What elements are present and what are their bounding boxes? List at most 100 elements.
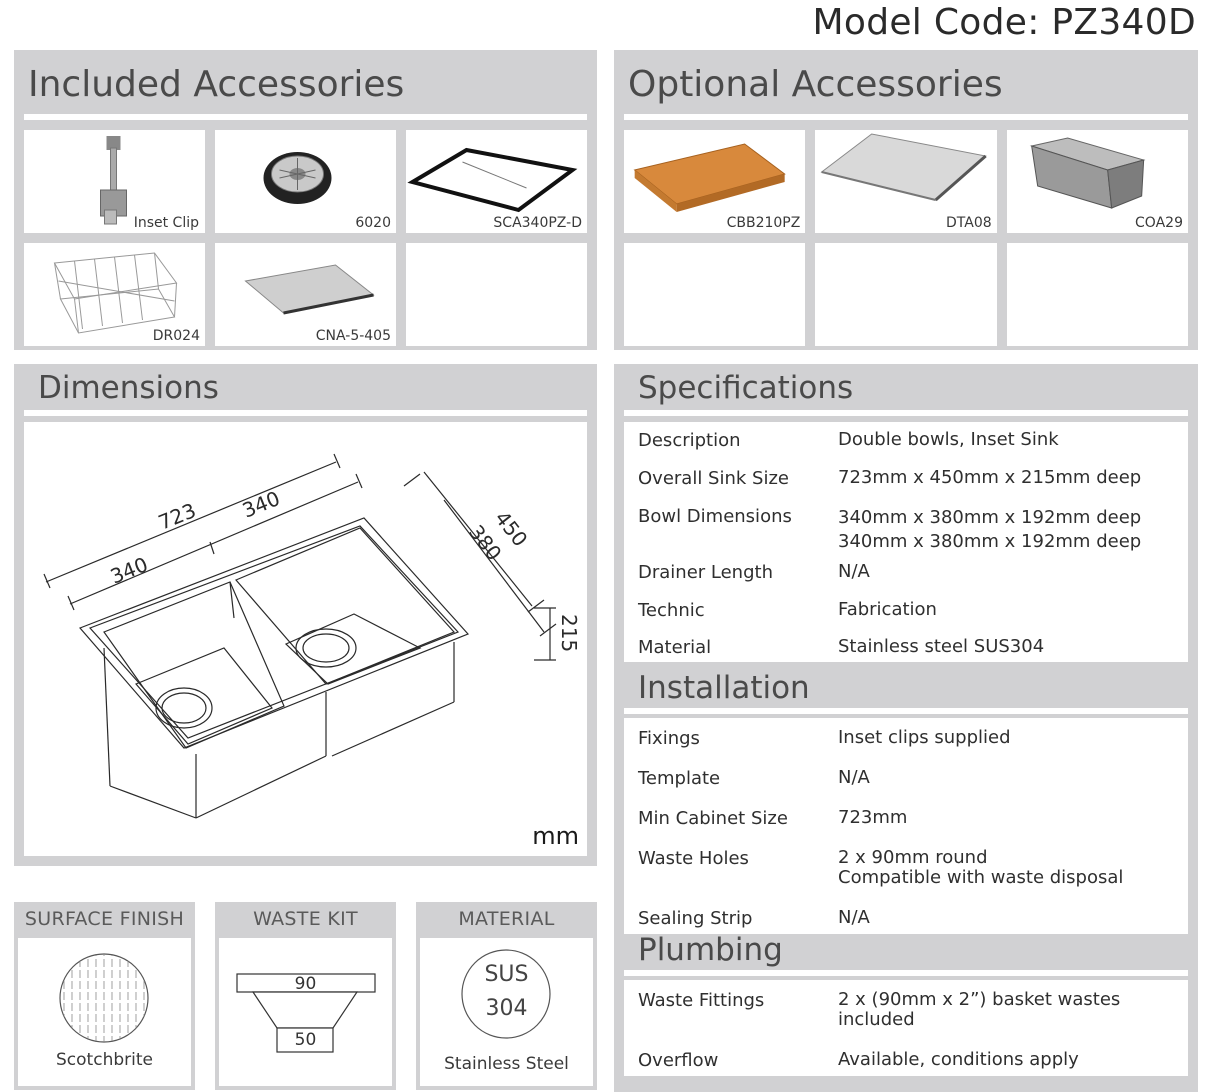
- inset-clip-icon: [100, 136, 127, 225]
- title-rule: [24, 114, 587, 120]
- accessory-label: DTA08: [946, 215, 992, 231]
- spec-key: Waste Fittings: [638, 990, 765, 1011]
- cutout-template-icon: [407, 147, 578, 213]
- spec-key: Overall Sink Size: [638, 468, 789, 489]
- drainer-tray-icon: [820, 133, 988, 202]
- included-accessories-title: Included Accessories: [28, 64, 405, 105]
- accessory-label: COA29: [1135, 215, 1183, 231]
- spec-value: Stainless steel SUS304: [838, 636, 1045, 657]
- accessory-label: CBB210PZ: [726, 215, 801, 231]
- spec-value: 723mm x 450mm x 215mm deep: [838, 467, 1142, 488]
- accessory-cna-5-405[interactable]: CNA-5-405: [215, 243, 396, 346]
- accessory-label: SCA340PZ-D: [493, 215, 582, 231]
- spec-key: Material: [638, 637, 712, 658]
- title-rule: [24, 410, 587, 416]
- dim-bowl-left: 340: [107, 552, 151, 589]
- spec-value: Available, conditions apply: [838, 1049, 1079, 1070]
- spec-key: Template: [638, 768, 721, 789]
- spec-key: Waste Holes: [638, 848, 749, 869]
- spec-value: 2 x (90mm x 2”) basket wastes included: [838, 989, 1121, 1030]
- spec-key: Drainer Length: [638, 562, 773, 583]
- surface-finish-box: SURFACE FINISH Scotchbrite: [14, 902, 195, 1090]
- material-line2: 304: [485, 996, 528, 1021]
- specifications-panel: Specifications Description Double bowls,…: [614, 364, 1198, 1092]
- chopping-board-icon: [633, 143, 786, 212]
- spec-value: N/A: [838, 561, 870, 582]
- accessory-empty-slot: [1006, 243, 1188, 346]
- spec-value: Fabrication: [838, 599, 937, 620]
- dimensions-drawing-area: 723 340 340 450 380 215 mm: [24, 422, 587, 856]
- material-title: MATERIAL: [458, 908, 555, 930]
- accessory-empty-slot: [406, 243, 587, 346]
- waste-kit-title: WASTE KIT: [253, 908, 358, 930]
- spec-key: Fixings: [638, 728, 700, 749]
- dim-overall-width: 723: [155, 498, 199, 535]
- installation-title: Installation: [638, 670, 810, 706]
- surface-finish-body: Scotchbrite: [18, 938, 191, 1086]
- spec-key: Technic: [638, 600, 705, 621]
- spec-value: 723mm: [838, 807, 908, 828]
- dimension-unit: mm: [532, 822, 579, 850]
- accessory-sca340pz-d[interactable]: SCA340PZ-D: [406, 130, 587, 233]
- included-accessories-panel: Included Accessories Inset Clip 6020: [14, 50, 597, 350]
- spec-key: Description: [638, 430, 741, 451]
- dim-height: 215: [557, 614, 581, 652]
- colander-icon: [1029, 137, 1146, 209]
- material-body: SUS 304 Stainless Steel: [420, 938, 593, 1086]
- basket-waste-icon: [263, 152, 332, 204]
- accessory-coa29[interactable]: COA29: [1006, 130, 1188, 233]
- accessory-label: Inset Clip: [133, 215, 199, 231]
- surface-finish-title: SURFACE FINISH: [24, 908, 185, 930]
- spec-key: Sealing Strip: [638, 908, 753, 929]
- scotchbrite-finish-icon: [59, 953, 149, 1043]
- spec-key: Min Cabinet Size: [638, 808, 788, 829]
- spec-value: N/A: [838, 767, 870, 788]
- included-accessories-grid: Inset Clip 6020 SCA340PZ-D: [24, 130, 587, 346]
- plumbing-title: Plumbing: [638, 932, 783, 968]
- specifications-table: Description Double bowls, Inset Sink Ove…: [624, 422, 1188, 662]
- material-caption: Stainless Steel: [444, 1054, 569, 1074]
- accessory-cbb210pz[interactable]: CBB210PZ: [624, 130, 806, 233]
- spec-value: Inset clips supplied: [838, 727, 1011, 748]
- accessory-label: 6020: [355, 215, 391, 231]
- waste-kit-bottom-size: 50: [294, 1030, 317, 1050]
- accessory-label: DR024: [152, 328, 200, 344]
- waste-kit-top-size: 90: [294, 974, 317, 994]
- accessory-inset-clip[interactable]: Inset Clip: [24, 130, 205, 233]
- title-rule: [624, 970, 1188, 976]
- specifications-title: Specifications: [638, 370, 854, 406]
- dimensions-panel: Dimensions: [14, 364, 597, 866]
- title-rule: [624, 410, 1188, 416]
- accessory-empty-slot: [815, 243, 997, 346]
- optional-accessories-title: Optional Accessories: [628, 64, 1003, 105]
- plumbing-table: Waste Fittings 2 x (90mm x 2”) basket wa…: [624, 980, 1188, 1076]
- dimensions-title: Dimensions: [38, 370, 219, 406]
- accessory-dr024[interactable]: DR024: [24, 243, 205, 346]
- title-rule: [624, 114, 1188, 120]
- roll-mat-icon: [244, 264, 375, 315]
- accessory-6020[interactable]: 6020: [215, 130, 396, 233]
- optional-accessories-grid: CBB210PZ DTA08 COA29: [624, 130, 1188, 346]
- spec-value: Double bowls, Inset Sink: [838, 429, 1059, 450]
- material-line1: SUS: [484, 962, 529, 987]
- spec-key: Overflow: [638, 1050, 719, 1071]
- optional-accessories-panel: Optional Accessories CBB210PZ DTA08: [614, 50, 1198, 350]
- sink-dimension-drawing: 723 340 340 450 380 215: [43, 453, 581, 819]
- dim-bowl-right: 340: [239, 486, 283, 523]
- surface-finish-caption: Scotchbrite: [56, 1050, 153, 1070]
- spec-value: 340mm x 380mm x 192mm deep 340mm x 380mm…: [838, 507, 1142, 552]
- waste-kit-icon: [236, 973, 376, 1053]
- spec-value: 2 x 90mm round Compatible with waste dis…: [838, 847, 1124, 888]
- spec-value: N/A: [838, 907, 870, 928]
- spec-key: Bowl Dimensions: [638, 506, 792, 527]
- accessory-label: CNA-5-405: [315, 328, 391, 344]
- waste-kit-body: 90 50: [219, 938, 392, 1086]
- material-badge-icon: [461, 949, 551, 1039]
- accessory-dta08[interactable]: DTA08: [815, 130, 997, 233]
- title-rule: [624, 708, 1188, 714]
- wire-basket-icon: [53, 252, 178, 334]
- installation-table: Fixings Inset clips supplied Template N/…: [624, 718, 1188, 934]
- accessory-empty-slot: [624, 243, 806, 346]
- material-box: MATERIAL SUS 304 Stainless Steel: [416, 902, 597, 1090]
- model-code: Model Code: PZ340D: [812, 2, 1196, 43]
